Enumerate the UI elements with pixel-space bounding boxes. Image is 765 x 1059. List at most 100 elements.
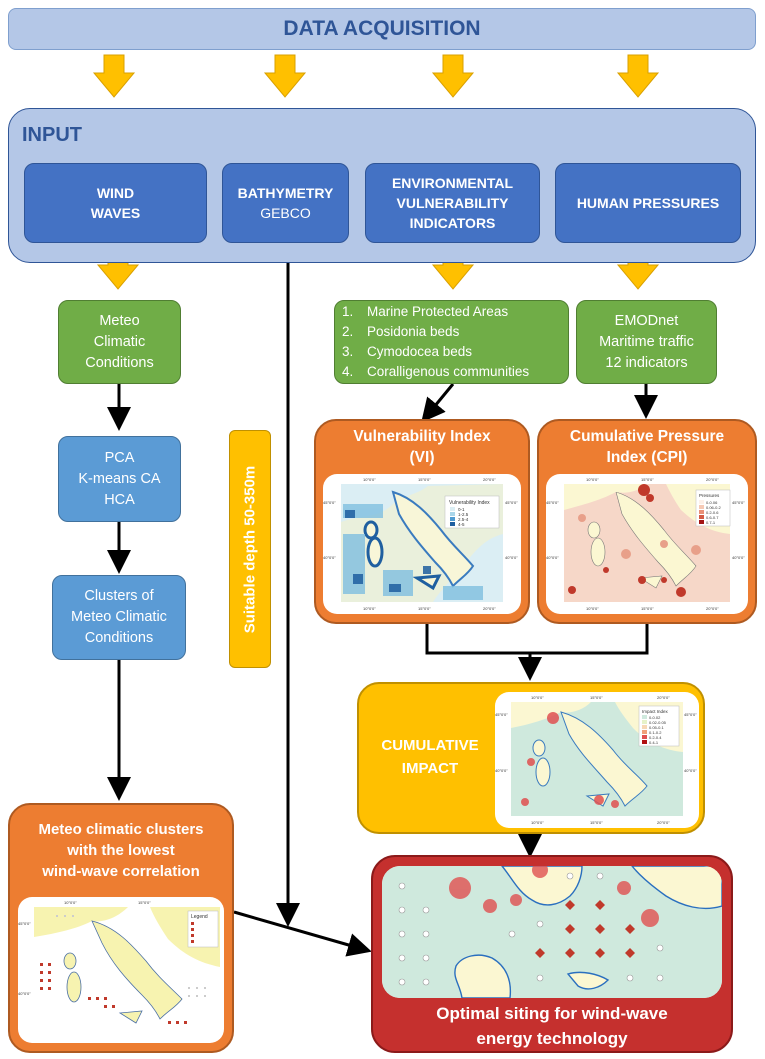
impact-coord: 45°0'0" <box>495 712 508 717</box>
cpi-coord: 40°0'0" <box>546 555 559 560</box>
impact-coord: 45°0'0" <box>684 712 697 717</box>
optimal-title-line-2: energy technology <box>476 1029 628 1048</box>
cpi-title-line-1: Cumulative Pressure <box>569 428 725 445</box>
clusters-title-line-2: with the lowest <box>67 842 175 859</box>
arrow-panel-to-optimal <box>233 910 372 957</box>
cpi-legend-item: 0.06-0.2 <box>706 505 721 510</box>
impact-coord: 20°0'0" <box>657 695 670 700</box>
cpi-coord: 15°0'0" <box>641 606 654 611</box>
impact-coord: 15°0'0" <box>590 820 603 825</box>
vulnerability-index-panel: Vulnerability Index (VI) <box>314 419 530 624</box>
list-item: Marine Protected Areas <box>357 302 529 322</box>
clusters-coord: 45°0'0" <box>18 921 31 926</box>
optimal-siting-title: Optimal siting for wind-wave energy tech… <box>371 1001 733 1051</box>
optimal-title-line-1: Optimal siting for wind-wave <box>436 1004 668 1023</box>
wind-label: WIND <box>96 185 135 201</box>
cpi-coord: 20°0'0" <box>706 606 719 611</box>
cpi-coord: 45°0'0" <box>732 500 745 505</box>
arrow-list-to-vi <box>421 383 455 423</box>
impact-coord: 10°0'0" <box>531 695 544 700</box>
yellow-arrow-4 <box>616 54 660 98</box>
impact-coord: 10°0'0" <box>531 820 544 825</box>
impact-label-line-2: IMPACT <box>401 760 459 777</box>
vulnerability-index-title: Vulnerability Index (VI) <box>316 426 528 468</box>
impact-legend-item: 0.2-0.4 <box>649 735 662 740</box>
cpi-title: Cumulative Pressure Index (CPI) <box>539 426 755 468</box>
impact-coord: 40°0'0" <box>684 768 697 773</box>
vi-coord: 40°0'0" <box>323 555 336 560</box>
environmental-indicators-list: Marine Protected Areas Posidonia beds Cy… <box>335 302 529 382</box>
cpi-legend-item: 0.2-0.6 <box>706 510 719 515</box>
meteo-line-1: Meteo <box>99 312 140 329</box>
meteo-climatic-conditions-box: Meteo Climatic Conditions <box>58 300 181 384</box>
meteo-line-2: Climatic <box>93 333 146 350</box>
clusters-coord: 40°0'0" <box>18 991 31 996</box>
env-label-2: VULNERABILITY <box>396 195 509 211</box>
suitable-depth-label: Suitable depth 50-350m <box>241 465 259 633</box>
wind-waves-box: WIND WAVES <box>24 163 207 243</box>
black-connectors <box>107 248 658 957</box>
env-label-1: ENVIRONMENTAL <box>391 175 514 191</box>
impact-coord: 20°0'0" <box>657 820 670 825</box>
vi-legend-item: 2.5-4 <box>458 517 469 522</box>
vi-coord: 20°0'0" <box>483 477 496 482</box>
kmeans-label: K-means CA <box>78 470 161 487</box>
clusters-legend-title: Legend <box>191 914 208 920</box>
cumulative-pressure-map: Pressures 0-0.06 0.06-0.2 0.2-0.6 0.6-0.… <box>546 474 748 614</box>
meteo-line-3: Conditions <box>85 354 154 371</box>
cpi-coord: 15°0'0" <box>641 477 654 482</box>
vi-legend-item: 4-5 <box>458 522 465 527</box>
clusters-title-line-3: wind-wave correlation <box>42 863 200 880</box>
impact-coord: 15°0'0" <box>590 695 603 700</box>
cpi-coord: 20°0'0" <box>706 477 719 482</box>
emodnet-line-2: Maritime traffic <box>599 333 694 350</box>
clusters-map: Legend 10°0'0" 15°0'0" 45°0'0" 40°0'0" <box>18 897 224 1043</box>
vi-coord: 20°0'0" <box>483 606 496 611</box>
input-title: INPUT <box>22 124 82 146</box>
cumulative-impact-panel: Impact Index 0-0.02 0.02-0.05 0.05-0.1 0… <box>357 682 705 834</box>
vi-coord: 10°0'0" <box>363 606 376 611</box>
cpi-coord: 40°0'0" <box>732 555 745 560</box>
yellow-arrow-2 <box>263 54 307 98</box>
cpi-legend-item: 0.7-1 <box>706 520 716 525</box>
human-pressures-box: HUMAN PRESSURES <box>555 163 741 243</box>
hca-label: HCA <box>104 491 135 508</box>
vi-coord: 45°0'0" <box>505 500 518 505</box>
vi-coord: 10°0'0" <box>363 477 376 482</box>
vi-title-line-2: (VI) <box>409 449 435 466</box>
gebco-label: GEBCO <box>260 205 311 221</box>
clusters-line-2: Meteo Climatic <box>71 609 167 625</box>
emodnet-line-1: EMODnet <box>614 312 679 329</box>
vi-coord: 45°0'0" <box>323 500 336 505</box>
cpi-title-line-2: Index (CPI) <box>606 449 688 466</box>
vi-title-line-1: Vulnerability Index <box>353 428 491 445</box>
clusters-title-line-1: Meteo climatic clusters <box>38 821 204 838</box>
optimal-siting-map <box>382 866 722 998</box>
cpi-legend-item: 0.6-0.7 <box>706 515 719 520</box>
merge-connector <box>425 624 649 675</box>
environmental-vulnerability-box: ENVIRONMENTAL VULNERABILITY INDICATORS <box>365 163 540 243</box>
pca-label: PCA <box>104 449 135 466</box>
list-item: Coralligenous communities <box>357 362 529 382</box>
cpi-coord: 45°0'0" <box>546 500 559 505</box>
analysis-methods-box: PCA K-means CA HCA <box>58 436 181 522</box>
env-label-3: INDICATORS <box>409 215 496 231</box>
bathymetry-label: BATHYMETRY <box>237 185 334 201</box>
vulnerability-index-map: Vulnerability Index 0-1 1-2.5 2.5-4 4-5 … <box>323 474 521 614</box>
environmental-indicators-list-box: Marine Protected Areas Posidonia beds Cy… <box>334 300 569 384</box>
cpi-coord: 10°0'0" <box>586 477 599 482</box>
emodnet-line-3: 12 indicators <box>605 354 688 371</box>
impact-legend-item: 0.1-0.2 <box>649 730 662 735</box>
vi-coord: 40°0'0" <box>505 555 518 560</box>
suitable-depth-bar: Suitable depth 50-350m <box>229 430 271 668</box>
impact-legend-item: 0.05-0.1 <box>649 725 664 730</box>
waves-label: WAVES <box>90 205 141 221</box>
impact-coord: 40°0'0" <box>495 768 508 773</box>
list-item: Posidonia beds <box>357 322 529 342</box>
meteo-climatic-clusters-panel: Meteo climatic clusters with the lowest … <box>8 803 234 1053</box>
cumulative-impact-map: Impact Index 0-0.02 0.02-0.05 0.05-0.1 0… <box>495 692 699 828</box>
clusters-box: Clusters of Meteo Climatic Conditions <box>52 575 186 660</box>
bathymetry-box: BATHYMETRY GEBCO <box>222 163 349 243</box>
cpi-legend-item: 0-0.06 <box>706 500 718 505</box>
data-acquisition-banner: DATA ACQUISITION <box>8 8 756 50</box>
